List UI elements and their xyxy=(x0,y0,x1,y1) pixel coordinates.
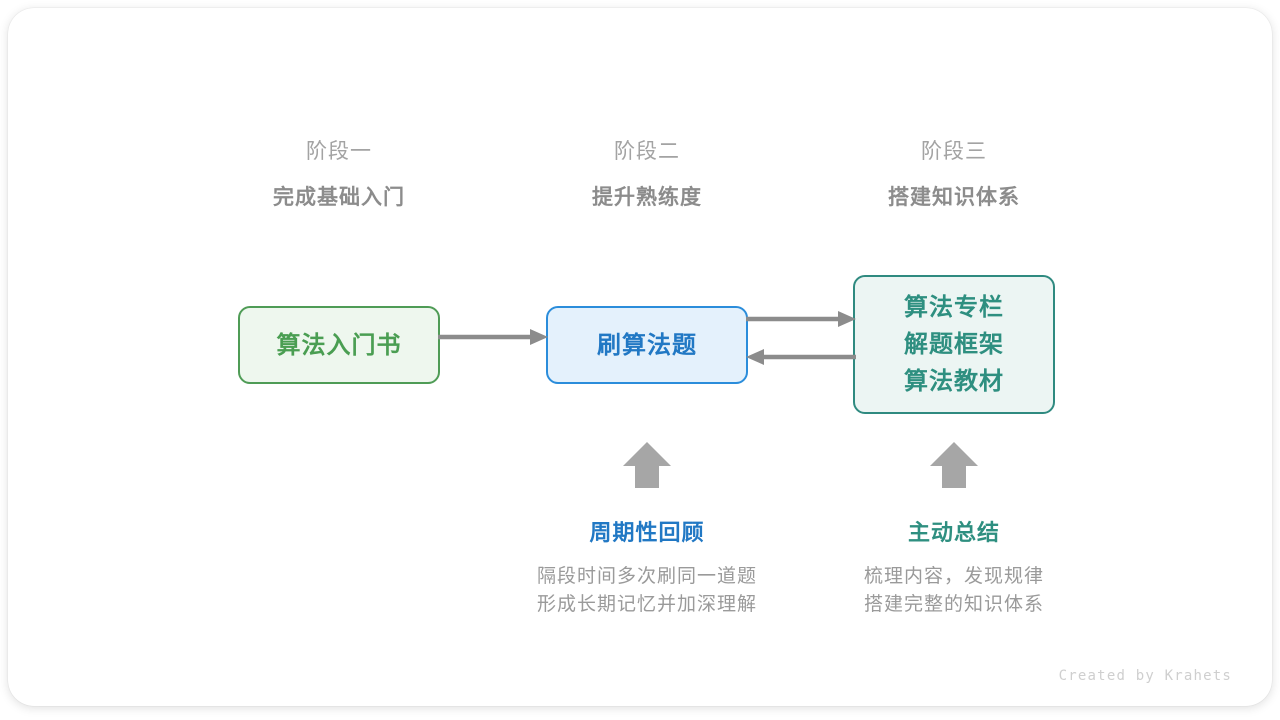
note-summary-desc-line-2: 搭建完整的知识体系 xyxy=(863,594,1044,615)
stage-1-title: 完成基础入门 xyxy=(273,186,405,209)
note-review-title: 周期性回顾 xyxy=(589,520,705,545)
note-periodic-review: 周期性回顾 隔段时间多次刷同一道题 形成长期记忆并加深理解 xyxy=(497,517,797,619)
note-review-desc-line-2: 形成长期记忆并加深理解 xyxy=(536,594,757,615)
node-resources-line-1: 算法专栏 xyxy=(904,294,1004,321)
arrow-book-to-practice-icon xyxy=(438,329,548,345)
note-summary-desc-line-1: 梳理内容，发现规律 xyxy=(863,566,1044,587)
arrow-practice-to-resources-icon xyxy=(746,311,856,327)
note-summary-title: 主动总结 xyxy=(907,520,1000,545)
stage-2-title: 提升熟练度 xyxy=(592,186,702,209)
stage-header-2: 阶段二 提升熟练度 xyxy=(517,137,777,213)
node-resources-line-2: 解题框架 xyxy=(904,331,1004,358)
stage-header-1: 阶段一 完成基础入门 xyxy=(209,137,469,213)
node-knowledge-resources[interactable]: 算法专栏 解题框架 算法教材 xyxy=(853,275,1055,414)
note-summary-description: 梳理内容，发现规律 搭建完整的知识体系 xyxy=(804,563,1104,619)
stage-3-subtitle: 阶段三 xyxy=(921,140,987,163)
node-practice-problems[interactable]: 刷算法题 xyxy=(546,306,748,384)
stage-1-subtitle: 阶段一 xyxy=(306,140,372,163)
arrow-resources-to-practice-icon xyxy=(746,349,856,365)
credit-text: Created by Krahets xyxy=(1058,668,1232,684)
arrow-up-summary-icon xyxy=(930,442,978,488)
stage-header-3: 阶段三 搭建知识体系 xyxy=(824,137,1084,213)
diagram-card: 阶段一 完成基础入门 阶段二 提升熟练度 阶段三 搭建知识体系 算法入门书 刷算… xyxy=(8,8,1272,706)
stage-2-subtitle: 阶段二 xyxy=(614,140,680,163)
stage-3-title: 搭建知识体系 xyxy=(888,186,1020,209)
note-active-summary: 主动总结 梳理内容，发现规律 搭建完整的知识体系 xyxy=(804,517,1104,619)
arrow-up-review-icon xyxy=(623,442,671,488)
node-algorithm-intro-book[interactable]: 算法入门书 xyxy=(238,306,440,384)
node-practice-line-1: 刷算法题 xyxy=(597,331,697,359)
note-review-description: 隔段时间多次刷同一道题 形成长期记忆并加深理解 xyxy=(497,563,797,619)
node-resources-line-3: 算法教材 xyxy=(904,368,1004,395)
node-book-line-1: 算法入门书 xyxy=(276,331,402,359)
note-review-desc-line-1: 隔段时间多次刷同一道题 xyxy=(536,566,757,587)
